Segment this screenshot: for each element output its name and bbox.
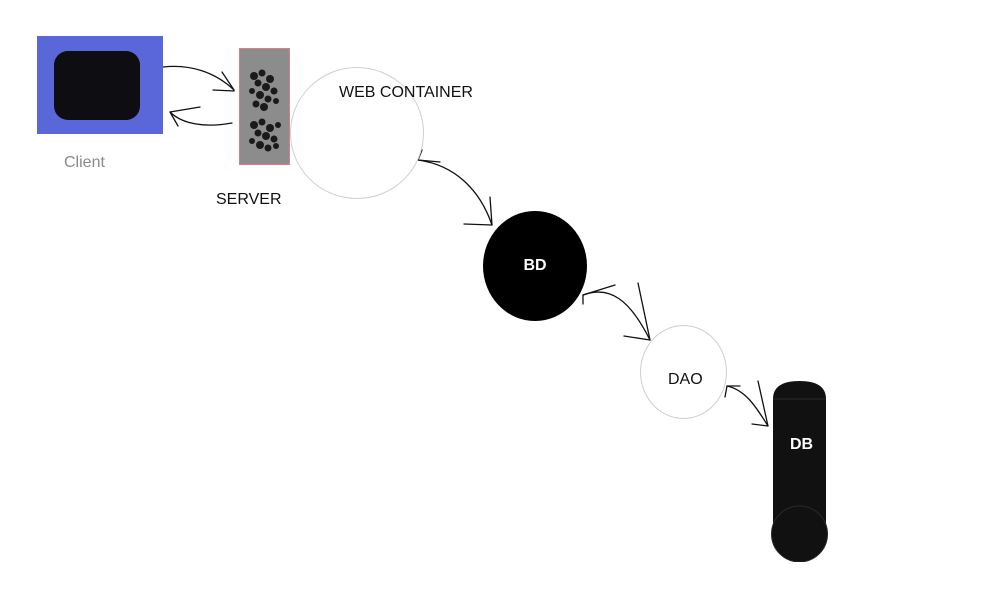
dao-label: DAO	[668, 371, 703, 388]
arrow-client-to-server	[162, 65, 235, 91]
arrowhead-client-to-server	[212, 71, 235, 92]
bd-label: BD	[523, 257, 547, 274]
arrowhead-server-to-client	[169, 106, 201, 127]
client-label: Client	[64, 154, 105, 171]
database-cylinder-icon	[771, 381, 828, 562]
arrowhead-web-to-bd	[417, 149, 493, 226]
monitor-screen	[54, 51, 140, 120]
bd-node: BD	[483, 211, 587, 321]
arrow-bd-to-dao	[582, 291, 651, 341]
arrow-server-to-client	[169, 111, 233, 126]
arrow-dao-to-db	[726, 385, 769, 427]
dao-node	[640, 325, 727, 419]
web-container-label: WEB CONTAINER	[339, 84, 473, 101]
server-label: SERVER	[216, 191, 282, 208]
arrowhead-dao-to-db	[724, 380, 769, 427]
arrowhead-bd-to-dao	[582, 282, 651, 341]
web-container-node	[290, 67, 424, 199]
client-monitor-icon	[37, 36, 163, 134]
db-label: DB	[790, 436, 814, 453]
server-chip-pattern	[249, 69, 281, 152]
arrow-web-to-bd	[417, 159, 493, 226]
server-rack-icon	[239, 48, 290, 165]
